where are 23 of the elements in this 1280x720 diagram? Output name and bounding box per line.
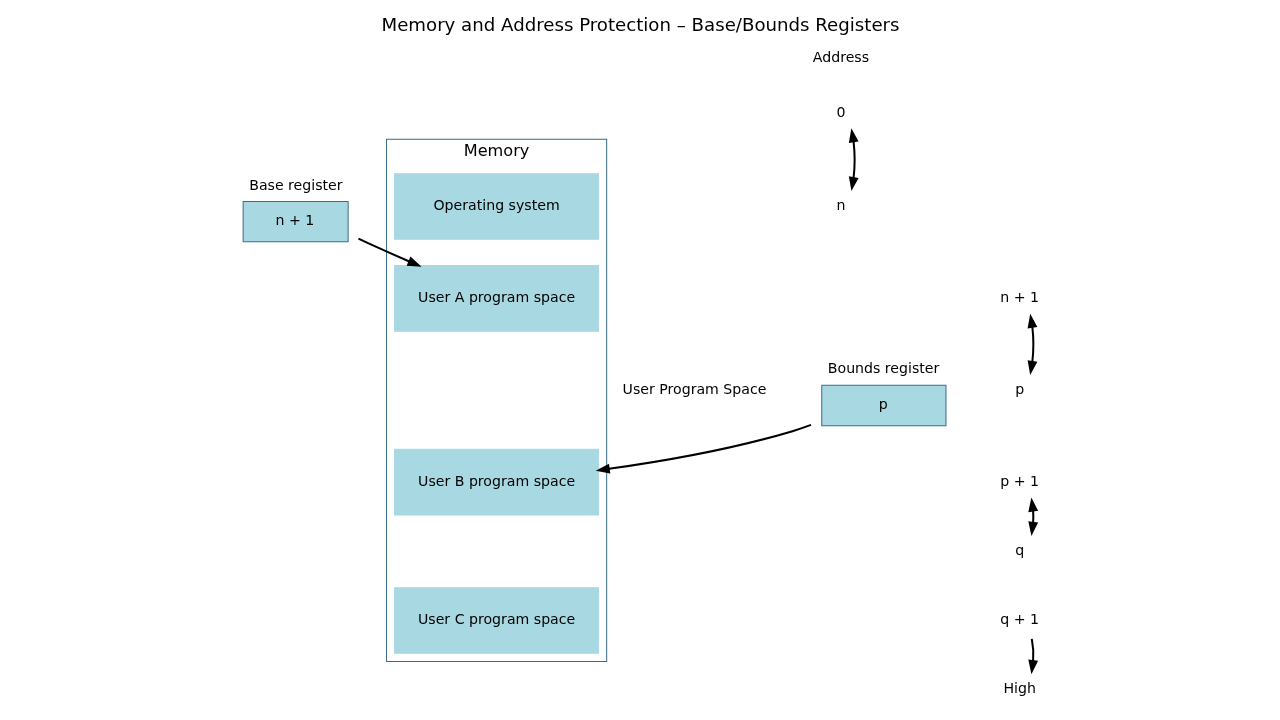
node-text: p [1014,381,1024,398]
node-text: High [1002,680,1036,697]
node-box: User C program space [393,587,599,654]
node-box: Operating system [393,173,599,240]
arrow [595,423,811,474]
arrow [848,128,859,192]
node-text: q [1014,542,1024,559]
diagram-title: Memory and Address Protection – Base/Bounds Registers [381,13,899,35]
node-box: User B program space [393,448,599,516]
node-text: n + 1 [999,289,1039,306]
arrow [1027,638,1038,675]
label: User Program Space [622,381,766,398]
node-text: q + 1 [999,611,1039,628]
arrow [357,237,422,267]
arrow [1027,497,1038,536]
node-label: Bounds register [827,360,939,377]
node-label: Base register [248,176,343,193]
node-box: User A program space [393,265,599,332]
node-text: p + 1 [999,472,1039,489]
node-text: 0 [835,103,845,120]
arrow [1027,313,1037,376]
label: Address [812,49,869,66]
node-text: n [835,197,845,214]
